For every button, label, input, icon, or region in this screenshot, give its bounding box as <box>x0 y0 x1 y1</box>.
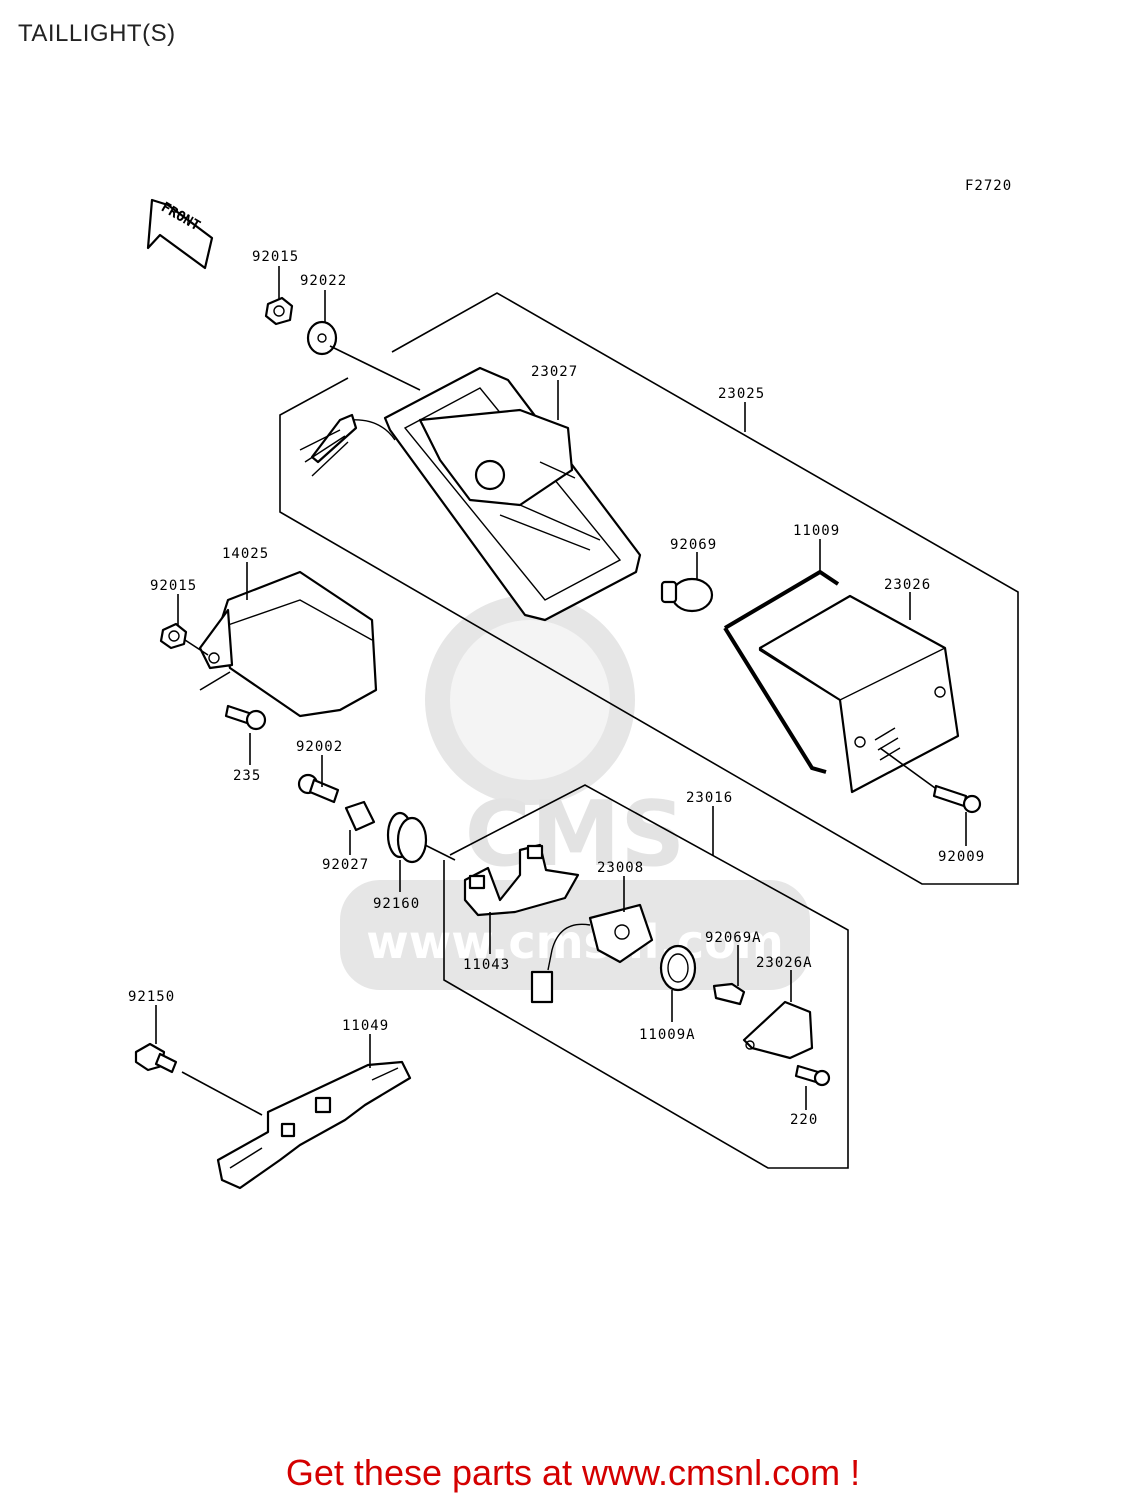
part-label: 11049 <box>342 1018 389 1034</box>
watermark-site: www.cmsnl.com <box>366 915 783 969</box>
part-label: 92015 <box>150 578 197 594</box>
bolt-92002-icon <box>297 773 340 804</box>
lens-23026a-icon <box>742 1000 814 1060</box>
part-label: 220 <box>790 1112 818 1128</box>
bracket-11043-icon <box>463 843 580 917</box>
part-label: 23026 <box>884 577 931 593</box>
part-label: 92022 <box>300 273 347 289</box>
part-label: 23026A <box>756 955 813 971</box>
screw-92009-icon <box>932 784 982 814</box>
watermark-brand: CMS <box>465 782 685 887</box>
watermark: CMS www.cmsnl.com <box>340 595 810 990</box>
part-label: 23008 <box>597 860 644 876</box>
taillight-housing-icon <box>299 366 642 622</box>
gasket-ring-icon <box>659 944 697 992</box>
part-label: 92009 <box>938 849 985 865</box>
bulb-icon <box>660 577 714 613</box>
nut-icon <box>264 296 294 326</box>
part-label: 92160 <box>373 896 420 912</box>
part-label: 11009A <box>639 1027 696 1043</box>
bulb-small-icon <box>712 982 746 1006</box>
grommet-icon <box>386 811 428 864</box>
part-label: 92027 <box>322 857 369 873</box>
group-outline-23025 <box>279 292 1019 885</box>
part-label: 92015 <box>252 249 299 265</box>
group-outline-23016 <box>443 784 849 1169</box>
part-label: 235 <box>233 768 261 784</box>
bracket-11049-icon <box>216 1060 412 1190</box>
part-label: 92069A <box>705 930 762 946</box>
socket-23008-icon <box>530 903 654 1004</box>
parts-diagram: CMS www.cmsnl.com F2720 FRONT <box>128 178 1019 1190</box>
screw-220-icon <box>794 1064 831 1087</box>
part-label: 92150 <box>128 989 175 1005</box>
nut-icon <box>159 622 188 650</box>
washer-icon <box>306 320 338 356</box>
part-label: 14025 <box>222 546 269 562</box>
part-label: 23025 <box>718 386 765 402</box>
collar-icon <box>344 800 376 832</box>
promo-link[interactable]: Get these parts at www.cmsnl.com ! <box>285 1452 861 1493</box>
front-arrow-icon: FRONT <box>146 198 214 270</box>
bolt-92150-icon <box>134 1042 178 1074</box>
figure-code: F2720 <box>965 178 1012 194</box>
cover-14025-icon <box>198 570 378 718</box>
part-label: 11009 <box>793 523 840 539</box>
part-label: 92002 <box>296 739 343 755</box>
part-label: 23027 <box>531 364 578 380</box>
part-label: 92069 <box>670 537 717 553</box>
page-title: TAILLIGHT(S) <box>18 20 176 47</box>
bolt-235-icon <box>224 704 267 731</box>
part-label: 23016 <box>686 790 733 806</box>
lens-23026-icon <box>758 594 960 794</box>
part-label: 11043 <box>463 957 510 973</box>
